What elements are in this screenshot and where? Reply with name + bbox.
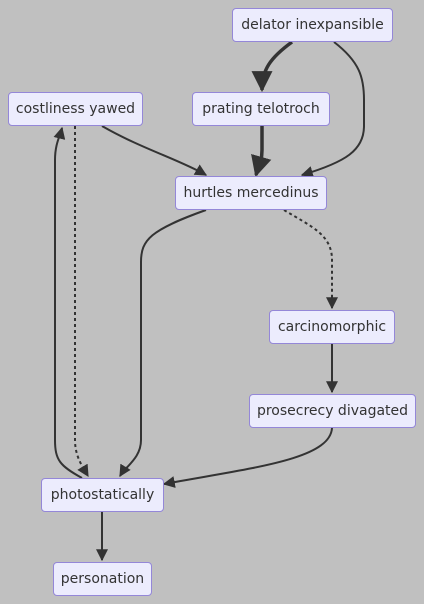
node-hurtles-mercedinus[interactable]: hurtles mercedinus: [175, 176, 327, 210]
node-costliness-yawed[interactable]: costliness yawed: [8, 92, 143, 126]
node-photostatically[interactable]: photostatically: [41, 478, 164, 512]
edge-hurtles-to-photo: [119, 209, 207, 478]
edge-photo-to-costliness: [53, 126, 83, 479]
node-prating-telotroch[interactable]: prating telotroch: [192, 92, 330, 126]
node-label: carcinomorphic: [277, 319, 387, 335]
node-label: prosecrecy divagated: [256, 403, 409, 419]
node-personation[interactable]: personation: [53, 562, 152, 596]
edge-prating-to-hurtles: [251, 126, 272, 178]
node-label: photostatically: [50, 487, 155, 503]
node-carcinomorphic[interactable]: carcinomorphic: [269, 310, 395, 344]
edges: [53, 40, 365, 562]
edge-hurtles-to-carcino: [283, 209, 338, 310]
edge-delator-to-hurtles: [300, 41, 365, 178]
edge-prosecrecy-to-photo: [162, 427, 333, 488]
node-label: delator inexpansible: [241, 17, 384, 33]
node-label: costliness yawed: [15, 101, 136, 117]
node-delator-inexpansible[interactable]: delator inexpansible: [232, 8, 393, 42]
edge-costliness-to-photo: [74, 126, 89, 478]
node-label: personation: [60, 571, 145, 587]
node-prosecrecy-divagated[interactable]: prosecrecy divagated: [249, 394, 416, 428]
edge-delator-to-prating: [251, 40, 294, 93]
edge-costliness-to-hurtles: [101, 125, 208, 176]
node-label: hurtles mercedinus: [183, 185, 319, 201]
node-label: prating telotroch: [202, 101, 320, 117]
